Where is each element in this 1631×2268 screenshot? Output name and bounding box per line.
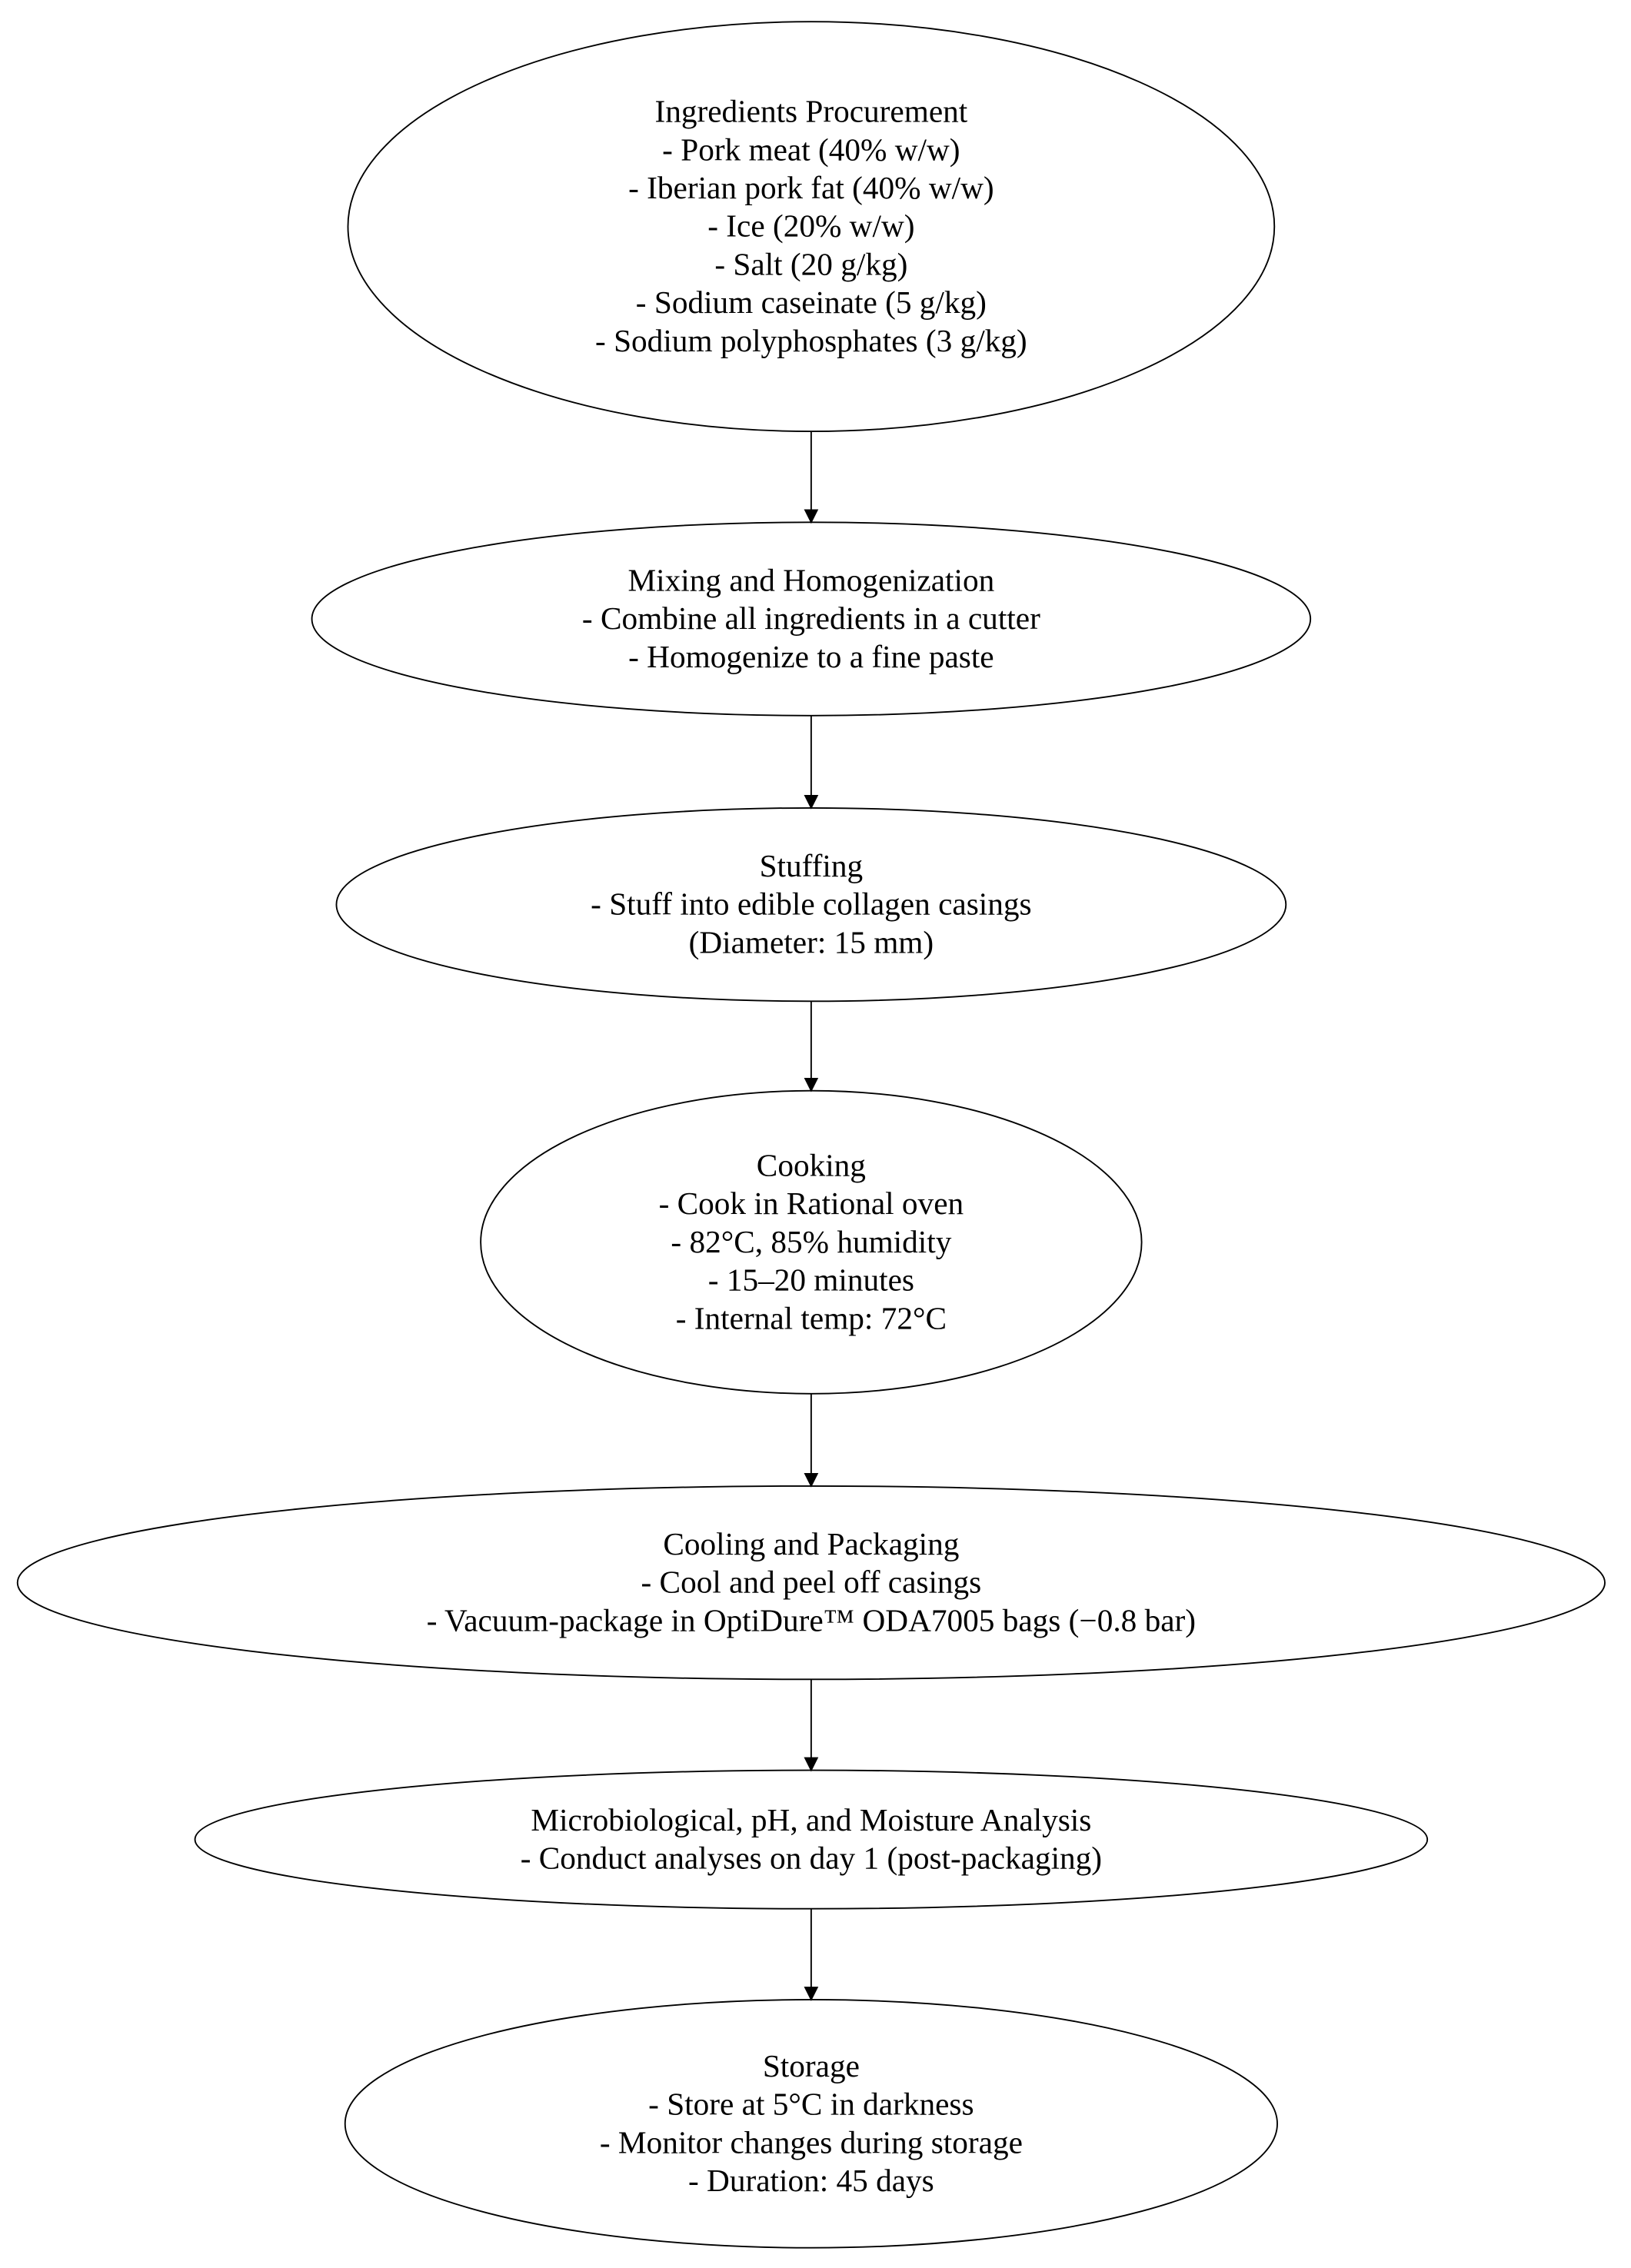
node-ellipse bbox=[335, 806, 1287, 1003]
node-detail: - Conduct analyses on day 1 (post-packag… bbox=[521, 1841, 1102, 1877]
node-cooling: Cooling and Packaging - Cool and peel off… bbox=[16, 1485, 1606, 1681]
node-detail: - Stuff into edible collagen casings bbox=[591, 886, 1031, 922]
node-ingredients: Ingredients Procurement- Pork meat (40% … bbox=[347, 21, 1276, 433]
node-detail: - Ice (20% w/w) bbox=[707, 208, 914, 244]
node-title: Cooking bbox=[757, 1147, 866, 1182]
node-detail: - Pork meat (40% w/w) bbox=[662, 131, 960, 168]
node-title: Ingredients Procurement bbox=[654, 94, 967, 129]
node-stuffing: Stuffing- Stuff into edible collagen cas… bbox=[335, 806, 1287, 1003]
node-ellipse bbox=[344, 1999, 1278, 2249]
node-detail: - Cool and peel off casings bbox=[641, 1565, 981, 1600]
node-detail: - 82°C, 85% humidity bbox=[671, 1224, 951, 1259]
node-detail: - Iberian pork fat (40% w/w) bbox=[628, 170, 994, 206]
node-ellipse bbox=[347, 21, 1276, 433]
node-detail: - Sodium caseinate (5 g/kg) bbox=[636, 284, 987, 321]
node-title: Storage bbox=[763, 2048, 860, 2083]
node-detail: - Duration: 45 days bbox=[688, 2163, 934, 2198]
node-detail: - Combine all ingredients in a cutter bbox=[582, 600, 1040, 636]
node-ellipse bbox=[16, 1485, 1606, 1681]
node-detail: - Salt (20 g/kg) bbox=[714, 246, 907, 282]
node-title: Stuffing bbox=[760, 848, 864, 883]
node-ellipse bbox=[311, 521, 1312, 717]
node-ellipse bbox=[480, 1089, 1143, 1395]
node-title: Mixing and Homogenization bbox=[627, 562, 994, 597]
node-detail: - Vacuum-package in OptiDure™ ODA7005 ba… bbox=[427, 1602, 1196, 1638]
node-detail: - Sodium polyphosphates (3 g/kg) bbox=[595, 323, 1027, 359]
node-ellipse bbox=[194, 1769, 1429, 1910]
node-detail: (Diameter: 15 mm) bbox=[689, 924, 934, 960]
node-analysis: Microbiological, pH, and Moisture Analys… bbox=[194, 1769, 1429, 1910]
node-detail: - Internal temp: 72°C bbox=[676, 1300, 947, 1335]
node-detail: - Monitor changes during storage bbox=[600, 2124, 1023, 2160]
node-mixing: Mixing and Homogenization- Combine all i… bbox=[311, 521, 1312, 717]
node-storage: Storage - Store at 5°C in darkness- Monit… bbox=[344, 1999, 1278, 2249]
node-title: Microbiological, pH, and Moisture Analys… bbox=[531, 1802, 1091, 1837]
node-title: Cooling and Packaging bbox=[663, 1526, 959, 1561]
node-detail: - Cook in Rational oven bbox=[659, 1186, 964, 1221]
node-detail: - 15–20 minutes bbox=[708, 1262, 914, 1298]
node-cooking: Cooking - Cook in Rational oven- 82°C, 85… bbox=[480, 1089, 1143, 1395]
node-detail: - Store at 5°C in darkness bbox=[648, 2087, 974, 2122]
node-detail: - Homogenize to a fine paste bbox=[628, 639, 994, 674]
